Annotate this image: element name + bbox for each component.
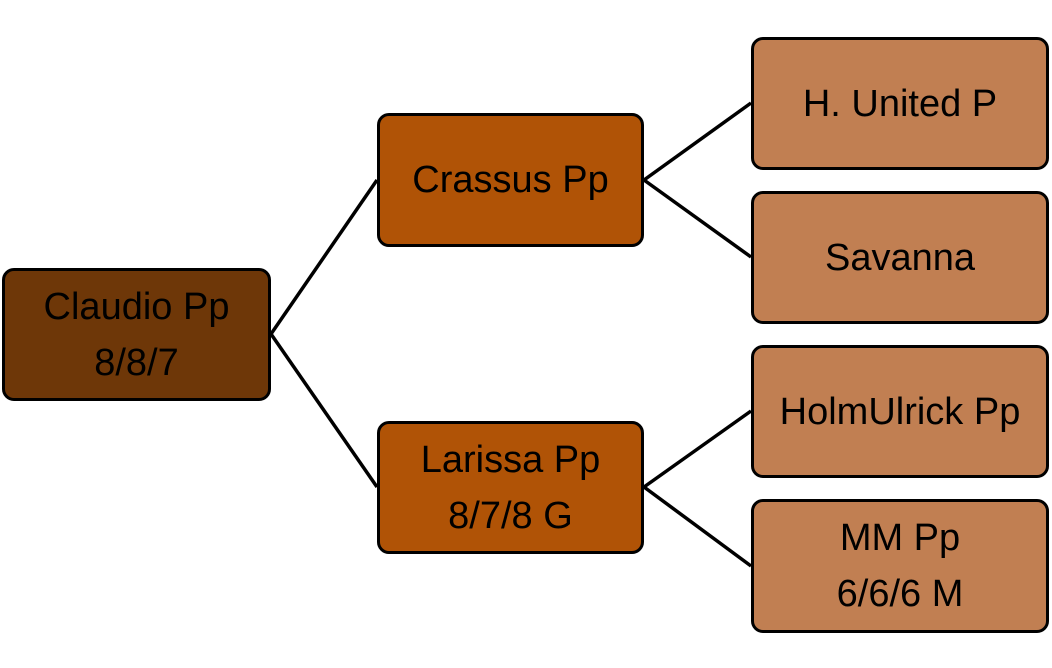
sire-name: Crassus Pp [412,159,609,201]
sire-dam-name: Savanna [824,236,975,279]
subject-scores: 8/8/7 [94,341,179,384]
sire-sire-name: H. United P [802,82,998,125]
connector-subject-to-dam [269,333,379,488]
dam-sire-name: HolmUlrick Pp [779,390,1021,433]
connector-subject-to-sire [269,179,379,335]
sire-dam-node: Savanna [751,191,1049,324]
dam-dam-node: MM Pp 6/6/6 M [751,499,1049,633]
sire-sire-node: H. United P [751,37,1049,170]
dam-node: Larissa Pp 8/7/8 G [377,421,644,554]
subject-name: Claudio Pp [43,285,230,328]
subject-node: Claudio Pp 8/8/7 [2,268,271,401]
dam-scores: 8/7/8 G [448,494,573,537]
connector-dam-to-dam-dam [642,485,753,568]
connector-dam-to-dam-sire [642,409,753,489]
connector-sire-to-sire-dam [642,178,753,259]
dam-dam-name: MM Pp [839,517,961,559]
dam-dam-scores: 6/6/6 M [836,573,964,615]
connector-sire-to-sire-sire [642,101,753,182]
dam-name: Larissa Pp [420,438,601,481]
dam-sire-node: HolmUlrick Pp [751,345,1049,478]
sire-node: Crassus Pp [377,113,644,247]
